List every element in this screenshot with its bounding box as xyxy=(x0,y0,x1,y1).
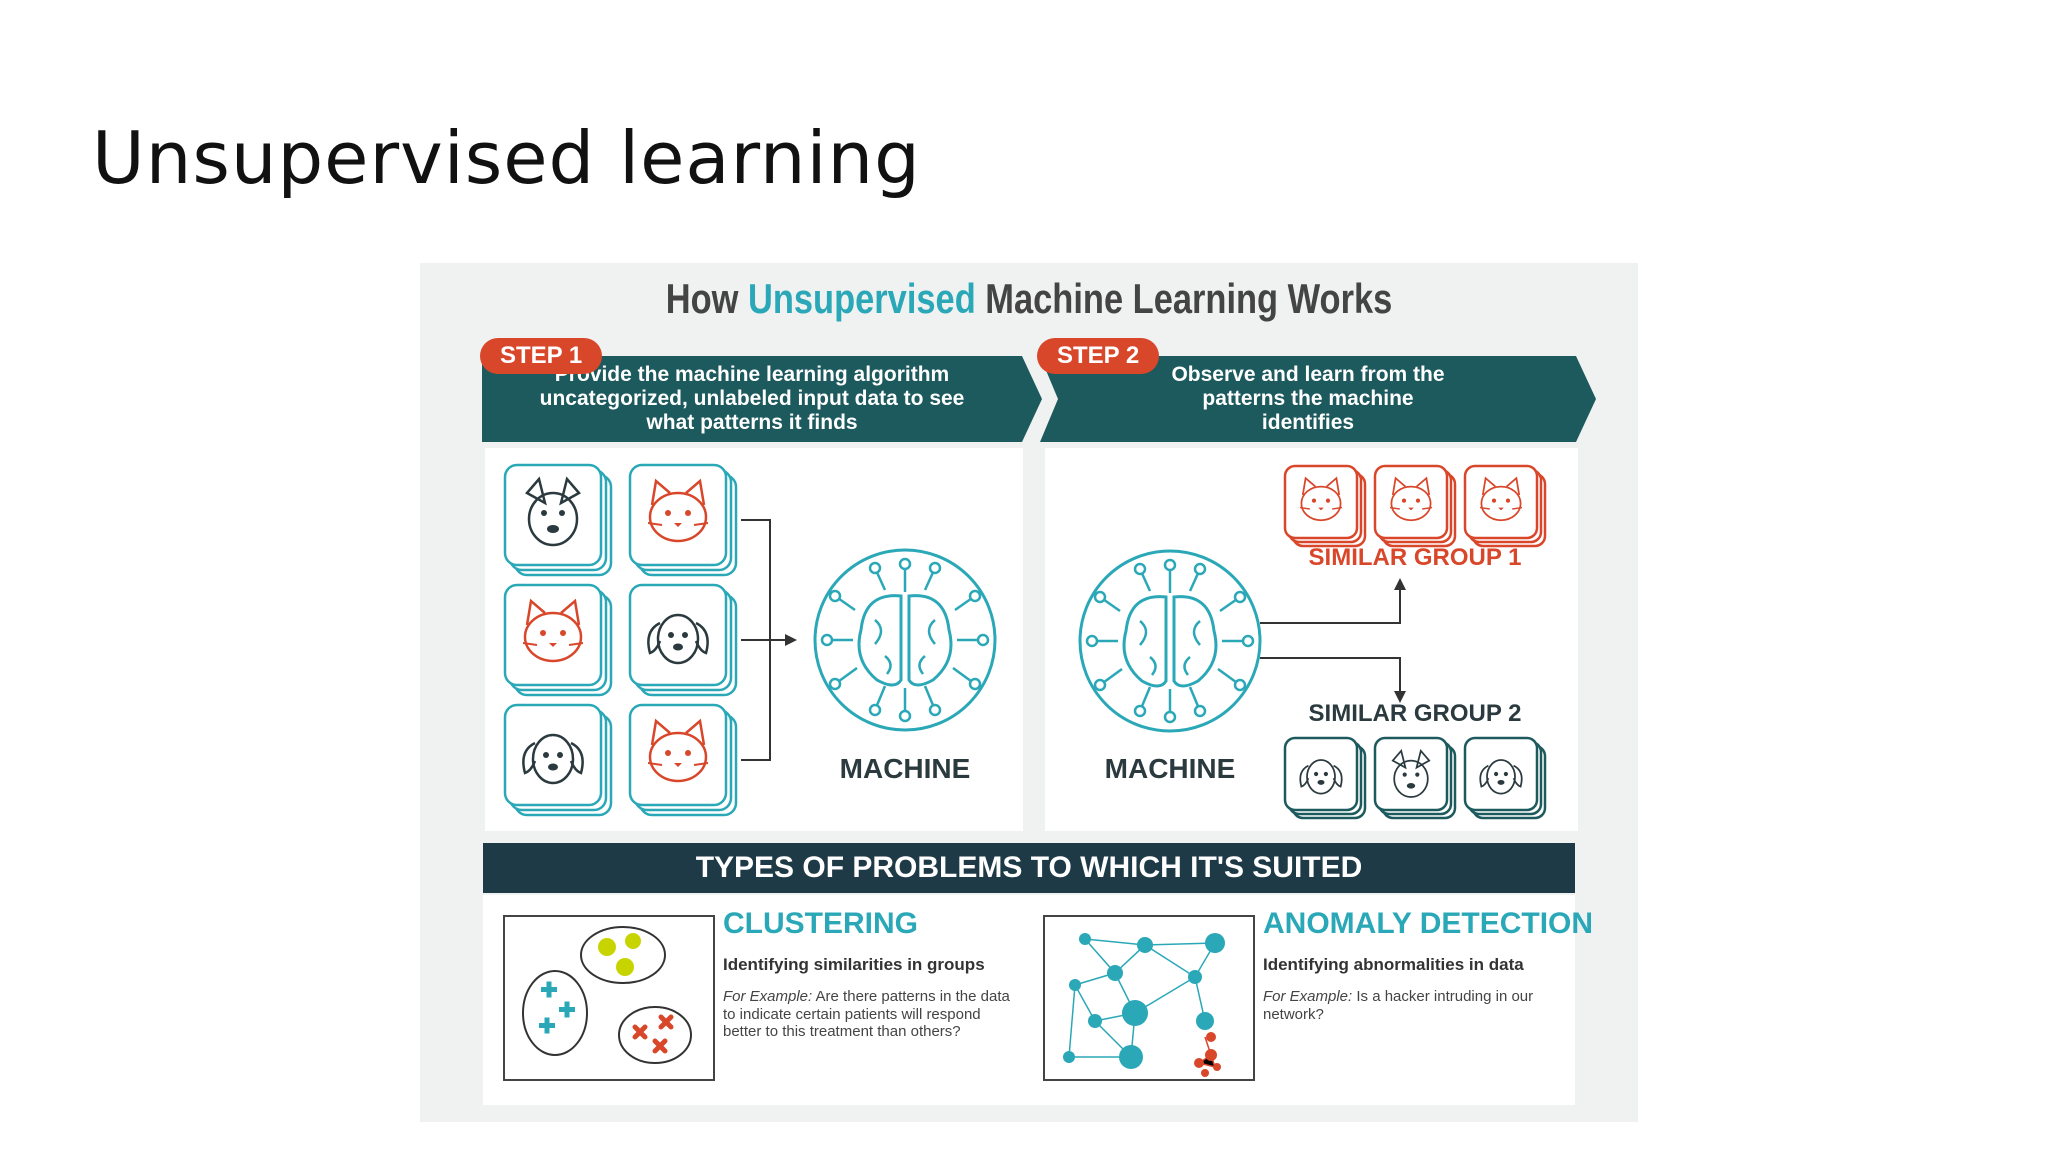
group2-puppy-card-2 xyxy=(1463,736,1547,820)
network-anomaly-icon xyxy=(1063,933,1225,1077)
machine-brain-icon-2 xyxy=(1078,549,1262,733)
title-prefix: How xyxy=(665,275,748,322)
anomaly-subtitle: Identifying abnormalities in data xyxy=(1263,955,1524,974)
machine-label-1: MACHINE xyxy=(839,753,971,784)
slide-title: Unsupervised learning xyxy=(92,116,921,200)
step2-banner-shape xyxy=(1040,356,1596,442)
clustering-subtitle: Identifying similarities in groups xyxy=(723,955,985,974)
anomaly-example-text: Is a hacker intruding in our network? xyxy=(1263,988,1534,1023)
dog-card-1 xyxy=(503,463,613,577)
branch-lines xyxy=(1260,588,1401,693)
similar-group-2-label: SIMILAR GROUP 2 xyxy=(1308,700,1522,727)
cat-card-3 xyxy=(628,703,738,817)
step1-banner: Provide the machine learning algorithm u… xyxy=(482,356,1042,442)
anomaly-title: ANOMALY DETECTION xyxy=(1263,907,1594,940)
arrow-down-group2 xyxy=(1394,691,1406,703)
step2-diagram xyxy=(1078,464,1547,820)
step1-badge: STEP 1 xyxy=(480,338,603,374)
clustering-example: For Example: Are there patterns in the d… xyxy=(723,988,1013,1041)
clustering-illustration xyxy=(503,915,715,1081)
types-header: TYPES OF PROBLEMS TO WHICH IT'S SUITED xyxy=(483,843,1575,893)
puppy-card-1 xyxy=(628,583,738,697)
clustering-example-text: Are there patterns in the data to indica… xyxy=(723,988,1010,1041)
clustering-example-label: For Example: xyxy=(723,988,813,1005)
arrow-up-group1 xyxy=(1394,578,1406,590)
cat-card-2 xyxy=(503,583,613,697)
types-panel: CLUSTERING Identifying similarities in g… xyxy=(483,895,1593,1105)
step1-text: Provide the machine learning algorithm u… xyxy=(539,362,965,435)
step2-text: Observe and learn from the patterns the … xyxy=(1171,362,1445,435)
group2-dog-card xyxy=(1373,736,1457,820)
arrow-to-machine xyxy=(785,634,797,646)
connector-lines xyxy=(741,519,787,761)
anomaly-example-label: For Example: xyxy=(1263,988,1353,1005)
step2-banner: Observe and learn from the patterns the … xyxy=(1040,356,1596,442)
puppy-card-2 xyxy=(503,703,613,817)
title-suffix: Machine Learning Works xyxy=(975,275,1393,322)
clustering-title: CLUSTERING xyxy=(723,907,918,940)
step1-banner-shape xyxy=(482,356,1042,442)
clustering-icon xyxy=(522,926,692,1064)
step2-badge: STEP 2 xyxy=(1037,338,1160,374)
machine-label-2: MACHINE xyxy=(1104,753,1236,784)
title-highlight: Unsupervised xyxy=(747,275,976,322)
machine-brain-icon xyxy=(813,548,997,732)
step1-diagram xyxy=(503,463,997,817)
group1-cat-card-3 xyxy=(1463,464,1547,548)
step2-panel: MACHINE SIMILAR GROUP 1 SIMILAR GROUP 2 xyxy=(1045,448,1578,831)
infographic-title: How Unsupervised Machine Learning Works xyxy=(530,275,1529,323)
similar-group-1-label: SIMILAR GROUP 1 xyxy=(1308,544,1522,571)
infographic: How Unsupervised Machine Learning Works … xyxy=(420,263,1638,1122)
anomaly-example: For Example: Is a hacker intruding in ou… xyxy=(1263,988,1553,1023)
group2-puppy-card-1 xyxy=(1283,736,1367,820)
step1-panel: MACHINE xyxy=(485,448,1023,831)
anomaly-illustration xyxy=(1043,915,1255,1081)
group1-cat-card-1 xyxy=(1283,464,1367,548)
group1-cat-card-2 xyxy=(1373,464,1457,548)
cat-card-1 xyxy=(628,463,738,577)
